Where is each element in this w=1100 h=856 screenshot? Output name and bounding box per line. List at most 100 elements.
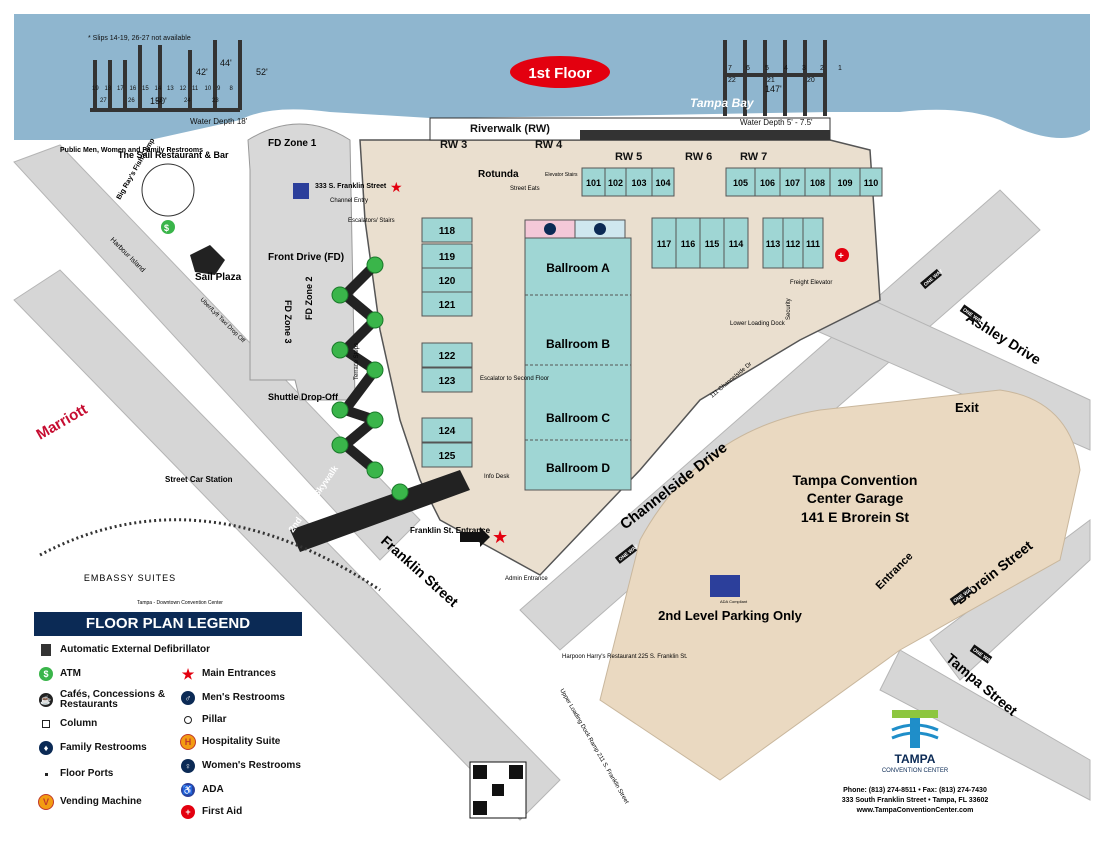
sail-restaurant-label: The Sail Restaurant & Bar — [118, 150, 229, 160]
qr-code[interactable] — [469, 761, 527, 819]
front-drive-loop — [247, 123, 356, 401]
vending-icon: V — [38, 794, 54, 810]
channel-entry-label: Channel Entry — [330, 198, 368, 204]
slip-note: * Slips 14-19, 26-27 not available — [88, 35, 191, 42]
sail-restaurant-icon — [141, 163, 195, 217]
room-122-label: 122 — [439, 351, 456, 362]
slip-5: 5 — [765, 65, 769, 72]
room-102-label: 102 — [608, 178, 623, 188]
slip-3: 3 — [802, 65, 806, 72]
legend-item-first-aid: + First Aid — [180, 804, 242, 820]
legend-item-vending: V Vending Machine — [38, 794, 142, 810]
room-125[interactable] — [421, 442, 473, 468]
terrace-trees — [331, 256, 409, 501]
hospitality-icon: H — [180, 734, 196, 750]
ballroom-b[interactable]: Ballroom B — [546, 337, 610, 351]
room-105-label: 105 — [733, 178, 748, 188]
room-124[interactable] — [421, 417, 473, 443]
room-104[interactable] — [651, 167, 675, 197]
riverwalk-label: Riverwalk (RW) — [470, 123, 550, 135]
slip-12: 12 — [180, 86, 187, 92]
room-104-label: 104 — [655, 178, 670, 188]
sail-plaza-label: Sail Plaza — [195, 272, 242, 283]
contact-address: 333 South Franklin Street • Tampa, FL 33… — [842, 797, 989, 804]
room-117[interactable] — [651, 217, 677, 269]
right-marina-docks — [723, 40, 827, 116]
slip-26: 26 — [128, 98, 135, 104]
family-restroom-icon: ♦ — [38, 740, 54, 756]
room-106[interactable] — [754, 167, 781, 197]
room-110[interactable] — [859, 167, 883, 197]
room-103[interactable] — [625, 167, 653, 197]
rw3-label: RW 3 — [440, 139, 467, 151]
ballroom-block — [524, 237, 632, 491]
ballroom-a[interactable]: Ballroom A — [546, 261, 610, 275]
legend-item-womens-restroom: ♀ Women's Restrooms — [180, 758, 301, 774]
room-108[interactable] — [804, 167, 831, 197]
embassy-sub: Tampa - Downtown Convention Center — [137, 600, 223, 606]
floor-port-icon — [38, 766, 54, 782]
dock-147: 147' — [765, 84, 782, 94]
room-122[interactable] — [421, 342, 473, 368]
riverwalk-dock — [580, 130, 830, 140]
room-123[interactable] — [421, 367, 473, 393]
left-marina-docks — [90, 40, 242, 112]
svg-text:$: $ — [164, 223, 169, 233]
room-114-label: 114 — [729, 239, 744, 249]
slip-23: 23 — [212, 98, 219, 104]
lower-loading-label: Lower Loading Dock — [730, 321, 786, 327]
room-107[interactable] — [779, 167, 806, 197]
embassy-logo: EMBASSY SUITES — [84, 573, 176, 583]
dock-44: 44' — [220, 58, 232, 68]
franklin-entrance-label: Franklin St. Entrance — [410, 526, 491, 535]
harbour-island-road — [13, 144, 421, 561]
column-icon — [38, 716, 54, 732]
room-115[interactable] — [699, 217, 725, 269]
room-112-label: 112 — [786, 239, 801, 249]
room-123-label: 123 — [439, 376, 456, 387]
room-105[interactable] — [725, 167, 756, 197]
fd-zone1-label: FD Zone 1 — [268, 138, 317, 149]
legend-title: FLOOR PLAN LEGEND — [34, 612, 302, 636]
room-114[interactable] — [723, 217, 749, 269]
contact-web[interactable]: www.TampaConventionCenter.com — [856, 807, 974, 814]
address-333-label: 333 S. Franklin Street — [315, 183, 387, 190]
room-120[interactable] — [421, 267, 473, 293]
dock-150: 150' — [150, 96, 167, 106]
dock-52: 52' — [256, 67, 268, 77]
legend-item-pillar: Pillar — [180, 712, 226, 728]
front-drive-label: Front Drive (FD) — [268, 252, 344, 263]
room-121[interactable] — [421, 291, 473, 317]
slip-11: 11 — [192, 86, 199, 92]
harpoon-label: Harpoon Harry's Restaurant 225 S. Frankl… — [562, 654, 688, 660]
skywalk-bridge — [290, 470, 470, 552]
public-restrooms-label: Public Men, Women and Family Restrooms — [60, 147, 203, 154]
streetcar-rail — [39, 518, 381, 592]
terrace-steps-label: Terrace Steps — [354, 343, 360, 380]
info-desk-label[interactable]: Info Desk — [484, 474, 510, 480]
atm-icon: $ — [38, 666, 54, 682]
legend-item-column: Column — [38, 716, 97, 732]
main-entrance-star-channel: ★ — [390, 179, 403, 195]
exit-label: Exit — [955, 400, 980, 415]
slip-21: 21 — [767, 77, 775, 84]
room-106-label: 106 — [760, 178, 775, 188]
ballroom-d[interactable]: Ballroom D — [546, 461, 610, 475]
room-118[interactable] — [421, 217, 473, 243]
bay-name: Tampa Bay — [690, 96, 755, 110]
room-111-label: 111 — [806, 239, 820, 249]
garage-address: 141 E Brorein St — [801, 509, 909, 525]
ballroom-c[interactable]: Ballroom C — [546, 411, 610, 425]
room-111[interactable] — [802, 217, 824, 269]
floor-title-badge — [510, 56, 610, 88]
slip-17: 17 — [117, 86, 124, 92]
first-aid-icon — [835, 248, 849, 262]
aed-icon — [38, 642, 54, 658]
room-109-label: 109 — [837, 178, 852, 188]
room-103-label: 103 — [631, 178, 646, 188]
slip-13: 13 — [167, 86, 174, 92]
sail-plaza-icon — [190, 245, 225, 275]
slip-16: 16 — [130, 86, 137, 92]
room-109[interactable] — [829, 167, 861, 197]
